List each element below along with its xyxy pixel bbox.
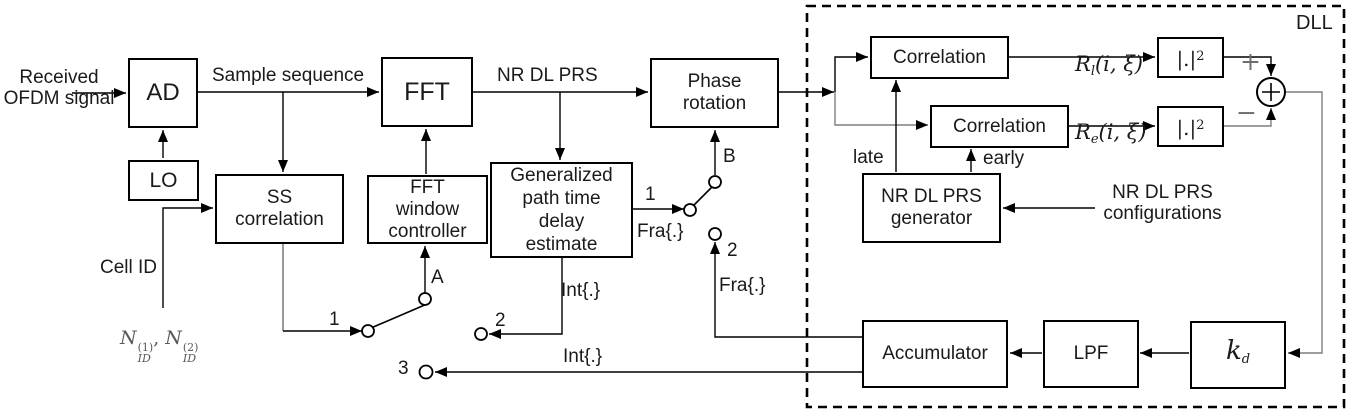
- block-ad: AD: [128, 58, 198, 128]
- wire-cellid-to-ss-correlation: [162, 203, 213, 308]
- label-sample-sequence: Sample sequence: [212, 65, 365, 86]
- label-fra-switch-b1: Fra{.}: [637, 221, 684, 242]
- label-int-switch-a2: Int{.}: [561, 280, 601, 301]
- switch-a-pivot: [418, 292, 432, 306]
- label-nr-dl-prs-configurations: NR DL PRS configurations: [1103, 182, 1222, 224]
- block-ss-correlation: SS correlation: [215, 174, 344, 244]
- label-switch-b: B: [723, 146, 736, 167]
- label-int-switch-a3: Int{.}: [563, 346, 603, 367]
- label-early: early: [983, 148, 1025, 169]
- block-correlation-early: Correlation: [930, 105, 1069, 148]
- switch-b-contact-2: [708, 227, 722, 241]
- block-generalized-path-time-delay-estimate: Generalized path time delay estimate: [490, 162, 633, 258]
- wire-magnitude-to-sum-plus: [1224, 56, 1276, 76]
- block-nr-dl-prs-generator: NR DL PRS generator: [862, 173, 1001, 243]
- block-lo: LO: [128, 160, 199, 201]
- wire-int-to-contact2: [489, 258, 563, 339]
- label-nid-math: N(1)ID,N(2)ID: [120, 327, 199, 365]
- block-accumulator: Accumulator: [862, 320, 1008, 388]
- wire-to-early-correlation: [834, 92, 928, 130]
- block-correlation-late: Correlation: [870, 36, 1009, 79]
- label-fra-switch-b2: Fra{.}: [719, 275, 766, 296]
- label-switch-a-position-1: 1: [329, 309, 340, 330]
- switch-b-contact-1: [683, 203, 697, 217]
- block-phase-rotation: Phase rotation: [650, 58, 779, 128]
- magnitude-squared-formula: |.|2: [1176, 46, 1205, 71]
- wire-to-late-correlation: [834, 52, 868, 92]
- wire-magnitude-to-sum-minus: [1224, 108, 1276, 127]
- switch-b-pivot: [708, 175, 722, 189]
- switch-a-arm: [370, 303, 428, 329]
- label-switch-b-position-1: 1: [645, 184, 656, 205]
- label-late: late: [853, 147, 884, 168]
- label-received-ofdm-signal: Received OFDM signal: [3, 67, 115, 109]
- label-switch-b-position-2: 2: [727, 240, 738, 261]
- label-switch-a-position-2: 2: [495, 310, 506, 331]
- label-cell-id: Cell ID: [100, 257, 158, 278]
- wire-accumulator-fra-to-switch-b-contact2: [710, 242, 862, 338]
- label-re-formula: Re(i, ξ): [1075, 120, 1147, 148]
- summation-node: [1256, 77, 1286, 107]
- label-switch-a-position-3: 3: [398, 358, 409, 379]
- block-kd: kd: [1190, 321, 1286, 389]
- block-fft-window-controller: FFT window controller: [367, 175, 488, 244]
- label-switch-a: A: [431, 267, 444, 288]
- wire-sum-to-kd: [1285, 91, 1323, 358]
- block-lpf: LPF: [1043, 320, 1139, 388]
- label-nr-dl-prs: NR DL PRS: [497, 65, 598, 86]
- kd-formula: kd: [1225, 335, 1251, 367]
- sum-plus-sign: +: [1240, 47, 1261, 76]
- switch-a-contact-1: [361, 324, 375, 338]
- label-rl-formula: Rl(i, ξ): [1075, 52, 1144, 80]
- label-dll: DLL: [1296, 12, 1333, 34]
- magnitude-squared-formula: |.|2: [1176, 115, 1205, 140]
- dll-dashed-boundary: [805, 4, 1346, 409]
- switch-a-contact-2: [474, 327, 488, 341]
- sum-minus-sign: −: [1236, 98, 1257, 127]
- switch-b-arm: [693, 186, 713, 206]
- switch-a-contact-3: [418, 364, 434, 380]
- block-fft: FFT: [381, 57, 473, 127]
- block-magnitude-squared-early: |.|2: [1157, 106, 1224, 147]
- block-magnitude-squared-late: |.|2: [1157, 37, 1224, 78]
